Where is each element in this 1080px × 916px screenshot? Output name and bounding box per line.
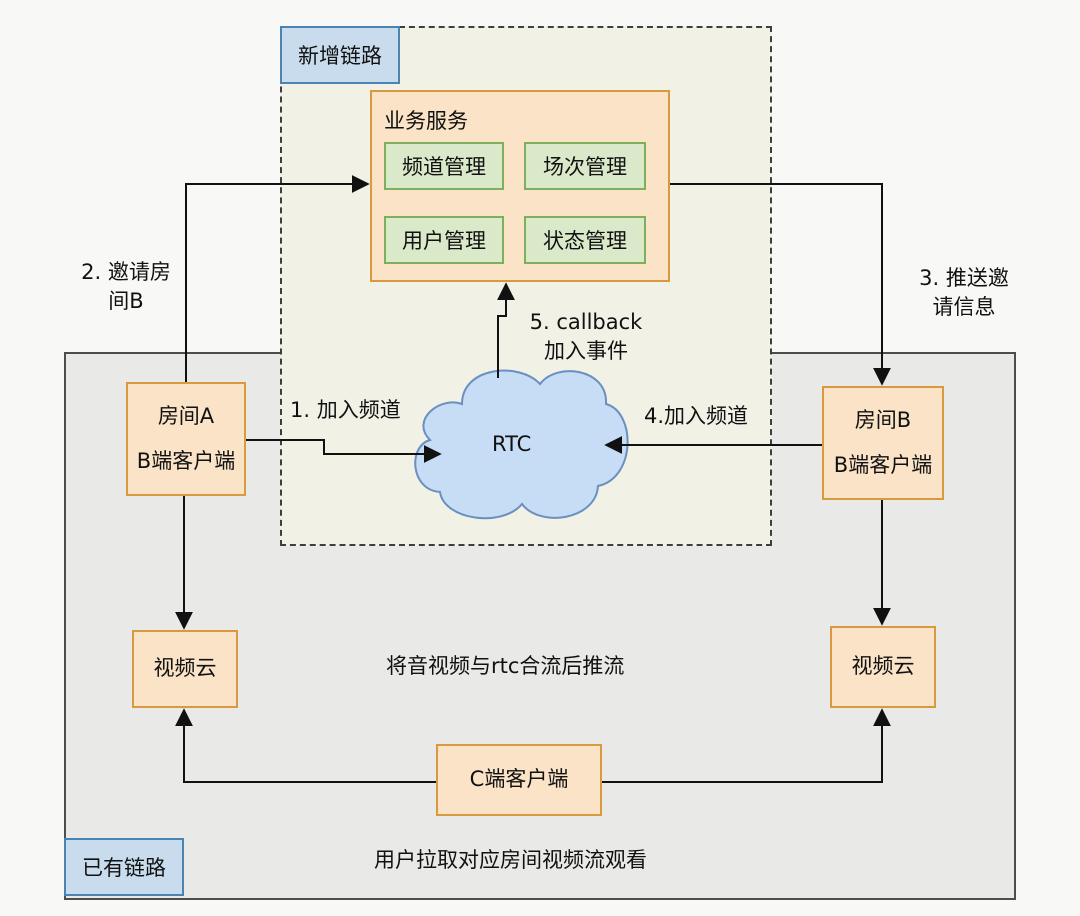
step4-label: 4.加入频道 bbox=[644, 404, 749, 428]
user-management-module: 用户管理 bbox=[384, 216, 504, 264]
step3-label-line1: 3. 推送邀 bbox=[919, 266, 1009, 290]
room-a-box: 房间A B端客户端 bbox=[126, 382, 246, 496]
room-b-title: 房间B bbox=[854, 407, 912, 432]
merge-push-note: 将音视频与rtc合流后推流 bbox=[386, 654, 625, 678]
step5-label: 5. callback 加入事件 bbox=[516, 308, 656, 367]
step1-label: 1. 加入频道 bbox=[290, 398, 401, 422]
channel-management-module: 频道管理 bbox=[384, 142, 504, 190]
pull-watch-note: 用户拉取对应房间视频流观看 bbox=[374, 848, 647, 872]
new-link-tag: 新增链路 bbox=[280, 26, 400, 84]
business-service-title: 业务服务 bbox=[384, 109, 468, 133]
arrow-c-client-to-right-cloud bbox=[602, 708, 891, 783]
step2-label-line2: 间B bbox=[108, 289, 144, 314]
room-a-client-label: B端客户端 bbox=[136, 449, 236, 473]
room-b-box: 房间B B端客户端 bbox=[822, 386, 944, 500]
status-management-module: 状态管理 bbox=[524, 216, 646, 264]
arrow-c-client-to-left-cloud bbox=[175, 708, 436, 783]
rtc-label: RTC bbox=[492, 432, 532, 456]
step5-label-line1: 5. callback bbox=[529, 310, 643, 334]
arrow-step1-join-channel bbox=[246, 439, 442, 463]
arrow-step5-callback bbox=[497, 282, 515, 378]
step3-label: 3. 推送邀 请信息 bbox=[904, 264, 1024, 323]
c-client-box: C端客户端 bbox=[436, 744, 602, 816]
arrow-step3-push-invite bbox=[670, 183, 891, 386]
step2-label-line1: 2. 邀请房 bbox=[81, 260, 171, 284]
session-management-module: 场次管理 bbox=[524, 142, 646, 190]
video-cloud-left-box: 视频云 bbox=[132, 630, 238, 708]
video-cloud-right-box: 视频云 bbox=[830, 626, 936, 708]
room-a-title: 房间A bbox=[157, 403, 215, 428]
existing-link-tag: 已有链路 bbox=[64, 838, 184, 896]
room-b-client-label: B端客户端 bbox=[833, 453, 933, 477]
rtc-cloud-shape bbox=[414, 369, 629, 520]
arrow-step2-invite-room-b bbox=[185, 175, 370, 382]
step3-label-line2: 请信息 bbox=[932, 295, 996, 320]
step2-label: 2. 邀请房 间B bbox=[66, 258, 186, 317]
step5-label-line2: 加入事件 bbox=[544, 339, 628, 364]
